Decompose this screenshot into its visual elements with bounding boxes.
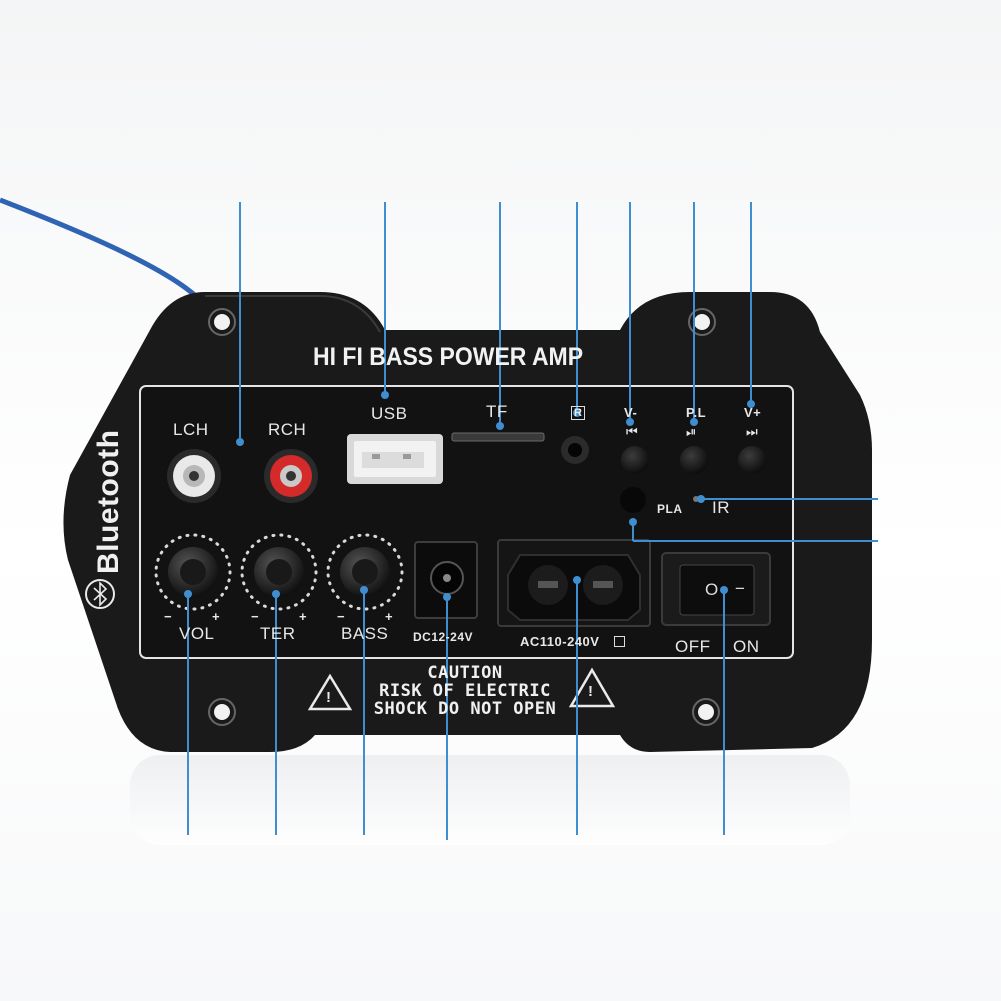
dc-power-jack xyxy=(414,541,478,619)
on-label: ON xyxy=(733,637,760,656)
lch-label: LCH xyxy=(173,420,209,439)
play-small-label: PLA xyxy=(657,502,683,516)
off-label: OFF xyxy=(675,637,711,656)
vol-label: VOL xyxy=(179,624,215,643)
prev-track-icon: ⏮ xyxy=(626,424,639,439)
play-label: P.L xyxy=(686,405,707,420)
bluetooth-brand-text: Bluetooth xyxy=(92,429,125,574)
rca-right-jack xyxy=(264,449,318,503)
panel-title: HI FI BASS POWER AMP xyxy=(313,343,584,371)
vol-minus: − xyxy=(164,609,173,624)
caution-line-2: RISK OF ELECTRIC xyxy=(379,681,551,701)
volume-down-button[interactable] xyxy=(621,446,649,474)
bass-plus: + xyxy=(385,609,394,624)
volume-up-button[interactable] xyxy=(738,446,766,474)
callout-dots xyxy=(184,391,755,601)
ter-plus: + xyxy=(299,609,308,624)
ir-jack xyxy=(561,436,589,464)
reflection xyxy=(130,755,850,845)
next-track-icon: ⏭ xyxy=(746,424,759,439)
ac-voltage-label: AC110-240V xyxy=(520,634,600,649)
caution-text: CAUTION RISK OF ELECTRIC SHOCK DO NOT OP… xyxy=(370,664,560,718)
warning-mark-left: ! xyxy=(326,689,332,706)
switch-on-mark: − xyxy=(735,579,746,598)
treble-knob[interactable] xyxy=(240,533,318,611)
warning-triangle-right xyxy=(568,667,616,708)
vol-down-label: V- xyxy=(624,405,638,420)
dc-voltage-label: DC12-24V xyxy=(413,630,474,644)
bass-label: BASS xyxy=(341,624,389,643)
callout-lines xyxy=(187,202,878,840)
power-rocker-switch[interactable] xyxy=(661,552,771,626)
ter-label: TER xyxy=(260,624,296,643)
bluetooth-logo xyxy=(85,579,115,609)
ir-receiver xyxy=(620,487,646,513)
bass-minus: − xyxy=(337,609,346,624)
ir-jack-label: R xyxy=(571,406,586,420)
play-pause-icon: ⏯ xyxy=(686,424,697,439)
ir-label: IR xyxy=(712,498,730,517)
vol-up-label: V+ xyxy=(744,405,762,420)
play-pause-button[interactable] xyxy=(680,446,708,474)
rch-label: RCH xyxy=(268,420,307,439)
mounting-holes xyxy=(208,308,720,726)
usb-port xyxy=(347,434,443,484)
warning-triangle-left xyxy=(307,673,353,711)
tf-card-slot xyxy=(451,432,545,442)
caution-line-1: CAUTION xyxy=(427,663,503,683)
caution-line-3: SHOCK DO NOT OPEN xyxy=(373,699,557,719)
ter-minus: − xyxy=(251,609,260,624)
rca-left-jack xyxy=(167,449,221,503)
double-insulation-icon xyxy=(614,636,625,647)
tf-label: TF xyxy=(486,402,508,421)
vol-plus: + xyxy=(212,609,221,624)
volume-knob[interactable] xyxy=(154,533,232,611)
ac-power-inlet xyxy=(497,539,651,627)
switch-off-mark: O xyxy=(705,580,719,599)
usb-label: USB xyxy=(371,404,408,423)
warning-mark-right: ! xyxy=(588,683,594,700)
